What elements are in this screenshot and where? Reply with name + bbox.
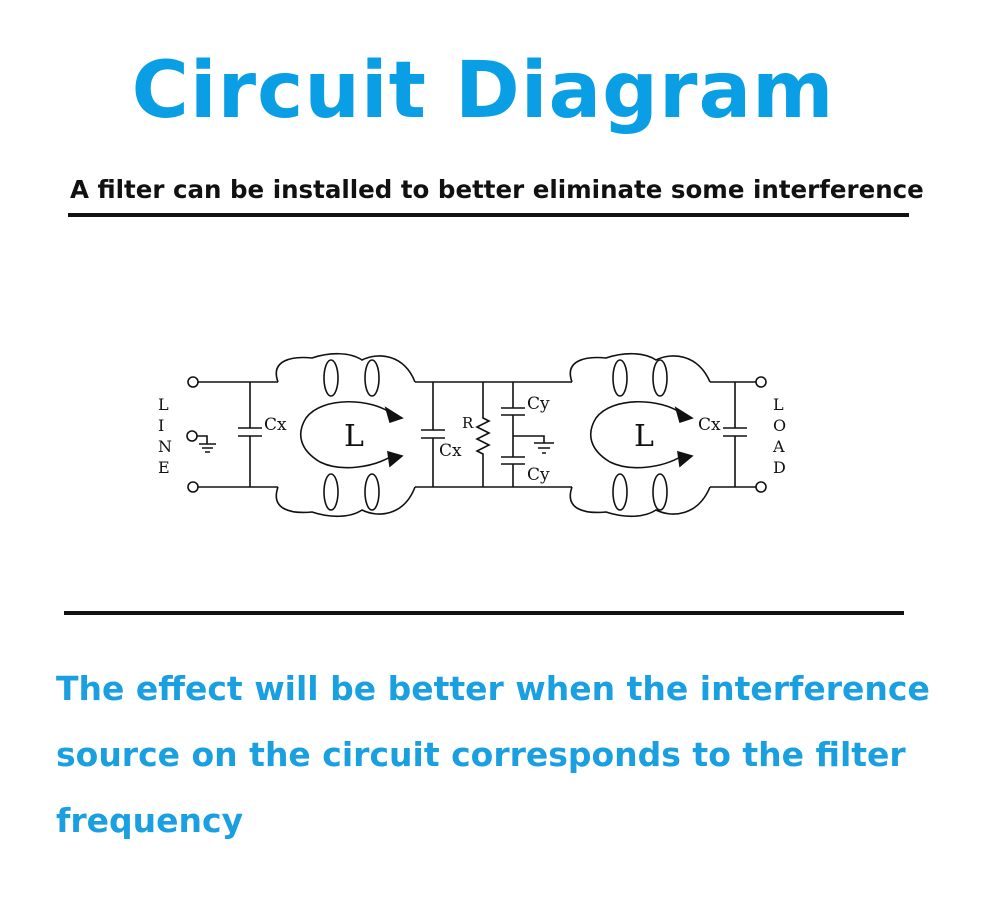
cy-label-bottom: Cy <box>527 465 550 485</box>
cy-capacitors <box>501 382 525 487</box>
load-letter-4: D <box>773 458 786 477</box>
inductor-label-right: L <box>634 419 654 454</box>
cx-capacitor-line <box>238 382 262 487</box>
load-terminal-bottom <box>755 481 767 493</box>
load-letter-3: A <box>772 437 785 456</box>
line-ground-wire <box>197 435 216 453</box>
page-title: Circuit Diagram <box>131 46 835 136</box>
page-subtitle: A filter can be installed to better elim… <box>70 175 924 204</box>
line-terminal-top <box>187 376 199 388</box>
r-label: R <box>462 414 474 432</box>
line-terminal-bottom <box>187 481 199 493</box>
line-letter-1: L <box>158 395 169 414</box>
cx-label-mid: Cx <box>439 441 462 461</box>
load-letter-2: O <box>773 416 786 435</box>
load-terminal-top <box>755 376 767 388</box>
cy-ground <box>513 435 554 454</box>
cx-capacitor-load <box>723 382 747 487</box>
line-letter-2: I <box>158 416 164 435</box>
inductor-right <box>569 352 711 518</box>
divider-top <box>68 213 909 217</box>
line-letter-4: E <box>158 458 170 477</box>
cy-label-top: Cy <box>527 394 550 414</box>
cx-capacitor-mid <box>421 382 445 487</box>
line-terminal-ground <box>186 430 198 442</box>
load-letter-1: L <box>773 395 784 414</box>
divider-bottom <box>64 611 904 615</box>
line-letter-3: N <box>158 437 172 456</box>
cx-label-line: Cx <box>264 415 287 435</box>
caption-line-3: frequency <box>56 801 244 840</box>
cx-label-load: Cx <box>698 415 721 435</box>
resistor <box>475 382 491 487</box>
caption-line-1: The effect will be better when the inter… <box>56 669 930 708</box>
filter-circuit-diagram: L I N E L O A D Cx Cx Cx R Cy Cy L L <box>158 352 786 518</box>
inductor-label-left: L <box>344 419 364 454</box>
caption-text: The effect will be better when the inter… <box>56 656 956 854</box>
caption-line-2: source on the circuit corresponds to the… <box>56 735 906 774</box>
inductor-left <box>275 352 416 518</box>
